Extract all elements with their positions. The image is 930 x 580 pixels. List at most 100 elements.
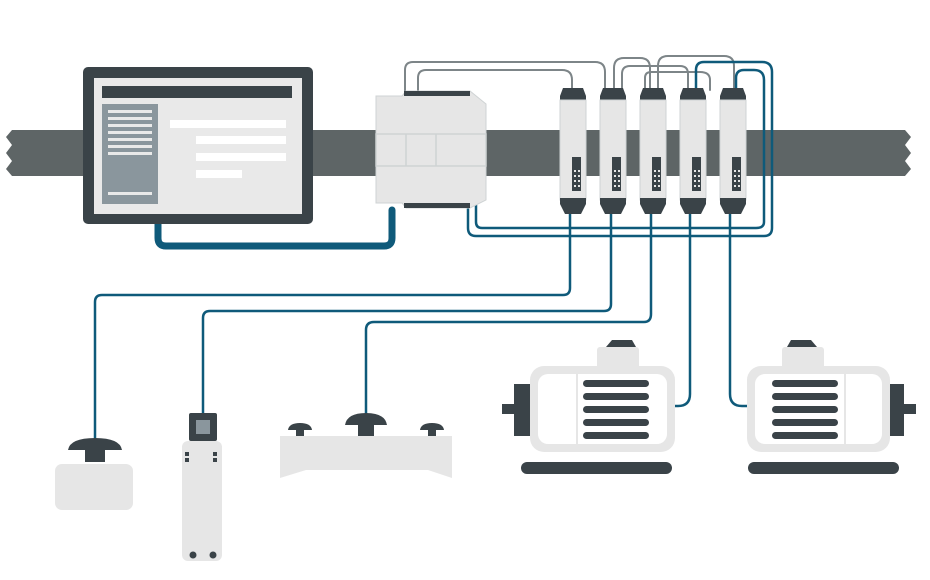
io-module-led bbox=[618, 185, 620, 187]
io-module-led bbox=[698, 170, 700, 172]
io-module-led bbox=[614, 170, 616, 172]
motor-shaft-flange bbox=[890, 384, 904, 436]
motor-shaft bbox=[502, 404, 514, 414]
io-module-led bbox=[654, 185, 656, 187]
center-button-stem bbox=[358, 425, 374, 436]
io-module-led bbox=[618, 175, 620, 177]
plc-bottom-cap bbox=[404, 203, 470, 208]
io-module-led bbox=[618, 180, 620, 182]
side-panel-lines bbox=[108, 110, 152, 195]
gray-cable-4 bbox=[621, 65, 689, 91]
io-module-led bbox=[578, 180, 580, 182]
motor-shaft bbox=[904, 404, 916, 414]
hmi-panel bbox=[83, 67, 313, 224]
io-module-led bbox=[734, 185, 736, 187]
motor-left bbox=[502, 340, 675, 474]
io-module-led bbox=[734, 170, 736, 172]
motor-base bbox=[521, 462, 672, 474]
io-module-bottom-connector bbox=[600, 198, 626, 214]
io-module-led bbox=[574, 185, 576, 187]
io-module-led bbox=[738, 170, 740, 172]
motor-fins bbox=[583, 380, 649, 439]
io-module-4 bbox=[679, 88, 707, 214]
io-module-status-panel bbox=[572, 157, 581, 191]
motor-terminal-cap bbox=[606, 340, 636, 347]
io-module-status-panel bbox=[652, 157, 661, 191]
hmi-plc-cable bbox=[154, 206, 396, 250]
io-module-bottom-connector bbox=[720, 198, 746, 214]
two-hand-control bbox=[280, 413, 452, 478]
rail-end-right bbox=[905, 130, 911, 176]
motor-terminal-box bbox=[782, 347, 824, 369]
gray-cable-1 bbox=[404, 61, 606, 101]
motor-terminal-cap bbox=[787, 340, 817, 347]
right-button-stem bbox=[428, 430, 436, 436]
interlock-leds bbox=[185, 452, 217, 462]
motor-terminal-box bbox=[597, 347, 639, 369]
screen-header-bar bbox=[102, 86, 292, 98]
plc-front-panel bbox=[375, 133, 487, 167]
controller-icon bbox=[375, 90, 487, 209]
plc-bus-cable-1 bbox=[466, 60, 774, 238]
estop-stem bbox=[85, 450, 105, 462]
plc-top-cap bbox=[404, 91, 470, 96]
mushroom-button-icon bbox=[68, 438, 122, 450]
plc-controller bbox=[375, 90, 487, 209]
io-module-led bbox=[574, 175, 576, 177]
io-module-5 bbox=[719, 88, 747, 214]
interlock-window bbox=[196, 420, 210, 434]
safety-interlock-switch bbox=[182, 413, 222, 561]
io-module-led bbox=[578, 185, 580, 187]
cable-motor-right bbox=[728, 212, 752, 408]
io-module-led bbox=[658, 170, 660, 172]
rail-end-left bbox=[6, 130, 12, 176]
io-module-led bbox=[614, 185, 616, 187]
io-module-led bbox=[578, 170, 580, 172]
cable-estop bbox=[93, 212, 572, 445]
io-module-top-connector bbox=[600, 88, 626, 102]
interlock-body bbox=[182, 441, 222, 561]
io-module-led bbox=[614, 180, 616, 182]
io-module-led bbox=[618, 170, 620, 172]
io-module-led bbox=[698, 185, 700, 187]
two-hand-control-icon bbox=[280, 436, 452, 478]
io-module-led bbox=[658, 175, 660, 177]
io-modules bbox=[559, 88, 747, 214]
io-module-status-panel bbox=[612, 157, 621, 191]
io-module-top-connector bbox=[720, 88, 746, 102]
io-module-led bbox=[698, 175, 700, 177]
gray-cable-6 bbox=[644, 71, 711, 91]
io-module-3 bbox=[639, 88, 667, 214]
io-module-led bbox=[698, 180, 700, 182]
io-module-led bbox=[578, 175, 580, 177]
io-module-2 bbox=[599, 88, 627, 214]
io-module-1 bbox=[559, 88, 587, 214]
io-module-led bbox=[738, 175, 740, 177]
left-button-cap bbox=[288, 423, 312, 430]
io-module-top-connector bbox=[680, 88, 706, 102]
io-module-status-panel bbox=[692, 157, 701, 191]
io-module-top-connector bbox=[640, 88, 666, 102]
io-module-bottom-connector bbox=[680, 198, 706, 214]
cable-interlock bbox=[201, 212, 613, 416]
io-module-bottom-connector bbox=[560, 198, 586, 214]
emergency-stop-button bbox=[55, 438, 133, 510]
motor-right bbox=[747, 340, 916, 474]
right-button-cap bbox=[420, 423, 444, 430]
gray-cable-2 bbox=[417, 69, 573, 101]
io-module-led bbox=[658, 180, 660, 182]
cable-two-hand bbox=[364, 212, 653, 416]
io-module-led bbox=[654, 180, 656, 182]
io-module-bottom-connector bbox=[640, 198, 666, 214]
io-module-led bbox=[574, 170, 576, 172]
io-module-status-panel bbox=[732, 157, 741, 191]
interlock-screw-left bbox=[189, 551, 197, 559]
io-module-led bbox=[738, 185, 740, 187]
io-module-top-connector bbox=[560, 88, 586, 102]
estop-housing bbox=[55, 464, 133, 510]
io-module-led bbox=[734, 180, 736, 182]
io-module-led bbox=[738, 180, 740, 182]
plc-bus-cable-2 bbox=[474, 68, 766, 230]
io-module-led bbox=[654, 175, 656, 177]
